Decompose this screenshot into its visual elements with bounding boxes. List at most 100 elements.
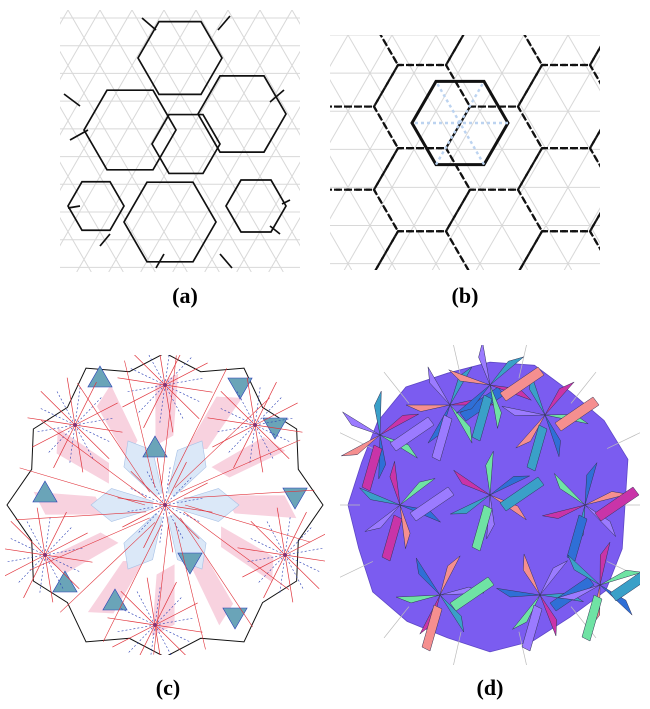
mountain-crease	[32, 424, 76, 448]
folded-facet	[448, 369, 491, 386]
pleat-facet	[554, 396, 600, 432]
mountain-crease	[44, 511, 67, 556]
grid-line	[204, 105, 300, 272]
pleat-facet	[609, 572, 640, 602]
mountain-crease	[207, 417, 256, 426]
mountain-crease	[122, 504, 166, 528]
grid-line	[172, 50, 300, 272]
pleat-facet	[499, 366, 545, 402]
folded-facet	[415, 557, 441, 596]
mountain-crease	[164, 461, 187, 506]
folded-facet	[389, 461, 401, 506]
grid-line	[76, 10, 229, 272]
mountain-crease	[154, 624, 186, 655]
dashed-hexagon	[516, 147, 600, 233]
pleat-facet	[521, 604, 543, 652]
panel-c-svg	[5, 355, 325, 655]
mountain-crease	[180, 517, 253, 628]
valley-crease	[74, 424, 94, 459]
valley-crease	[74, 417, 113, 426]
pink-pleat	[151, 564, 175, 637]
edge-stub	[281, 199, 291, 205]
mountain-crease	[44, 554, 93, 563]
teal-triangle	[142, 435, 168, 458]
grid-line	[60, 10, 69, 25]
mountain-crease	[159, 355, 166, 386]
outer-ray	[518, 631, 527, 665]
pleat-facet	[471, 394, 493, 442]
panel-a-svg	[60, 10, 300, 272]
folded-facet	[539, 560, 568, 596]
outer-ray	[570, 371, 597, 404]
pink-pleat	[155, 373, 179, 446]
outer-ray	[340, 432, 374, 449]
valley-crease	[284, 547, 323, 556]
panel-d-svg	[340, 345, 640, 665]
mountain-crease	[284, 554, 320, 589]
edge-stub	[219, 253, 233, 269]
mountain-crease	[130, 471, 166, 506]
grid-line	[330, 231, 353, 270]
valley-crease	[120, 608, 156, 626]
mountain-crease	[284, 554, 294, 603]
folded-facet	[501, 406, 546, 416]
dashed-hexagon	[588, 45, 600, 85]
mountain-crease	[44, 532, 88, 556]
folded-facet	[544, 414, 561, 457]
mountain-crease	[233, 424, 256, 469]
pleat-facet	[409, 486, 455, 522]
folded-facet	[489, 384, 502, 429]
dashed-hexagon	[372, 147, 472, 233]
mountain-crease	[174, 397, 271, 488]
mountain-crease	[284, 533, 325, 556]
grid-line	[67, 10, 220, 272]
pleat-facet	[566, 514, 588, 562]
grid-line	[195, 10, 300, 192]
mountain-crease	[164, 504, 200, 539]
valley-crease	[44, 547, 83, 556]
mountain-crease	[112, 624, 156, 648]
grid-line	[330, 35, 437, 220]
pink-pleat	[192, 551, 234, 626]
grid-line	[227, 10, 300, 136]
star-line	[434, 80, 486, 166]
dashed-hexagon	[588, 128, 600, 168]
mountain-crease	[284, 511, 307, 556]
outer-ray	[383, 606, 410, 639]
mountain-crease	[53, 424, 76, 469]
pleat-facet	[471, 504, 493, 552]
grid-line	[60, 10, 101, 81]
valley-crease	[164, 504, 184, 539]
folded-facet	[544, 381, 575, 416]
folded-facet	[557, 584, 601, 601]
pink-pleat	[186, 396, 243, 450]
valley-crease	[154, 624, 172, 655]
grid-line	[431, 35, 569, 270]
edge-stub	[141, 17, 157, 31]
teal-triangle	[102, 588, 128, 611]
folded-facet	[449, 404, 473, 444]
valley-crease	[266, 521, 286, 556]
valley-crease	[228, 424, 256, 453]
mountain-crease	[74, 424, 110, 459]
outer-ray	[340, 561, 374, 578]
folded-facet	[364, 504, 401, 532]
grid-line	[330, 155, 397, 270]
center-star-petal	[164, 440, 207, 506]
valley-crease	[44, 554, 80, 572]
folded-facet	[427, 366, 451, 406]
folded-facet	[584, 462, 598, 506]
folded-facet	[489, 475, 530, 496]
edge-stub	[269, 89, 285, 103]
mountain-crease	[107, 617, 156, 626]
mountain-crease	[124, 360, 156, 488]
pink-pleat	[87, 560, 144, 614]
mountain-crease	[74, 402, 118, 426]
mountain-crease	[122, 384, 166, 408]
mountain-crease	[242, 554, 286, 578]
grid-line	[140, 10, 293, 272]
grid-line	[268, 216, 300, 272]
pink-pleat	[224, 495, 297, 519]
folded-facet	[374, 390, 382, 436]
mountain-crease	[40, 420, 147, 499]
